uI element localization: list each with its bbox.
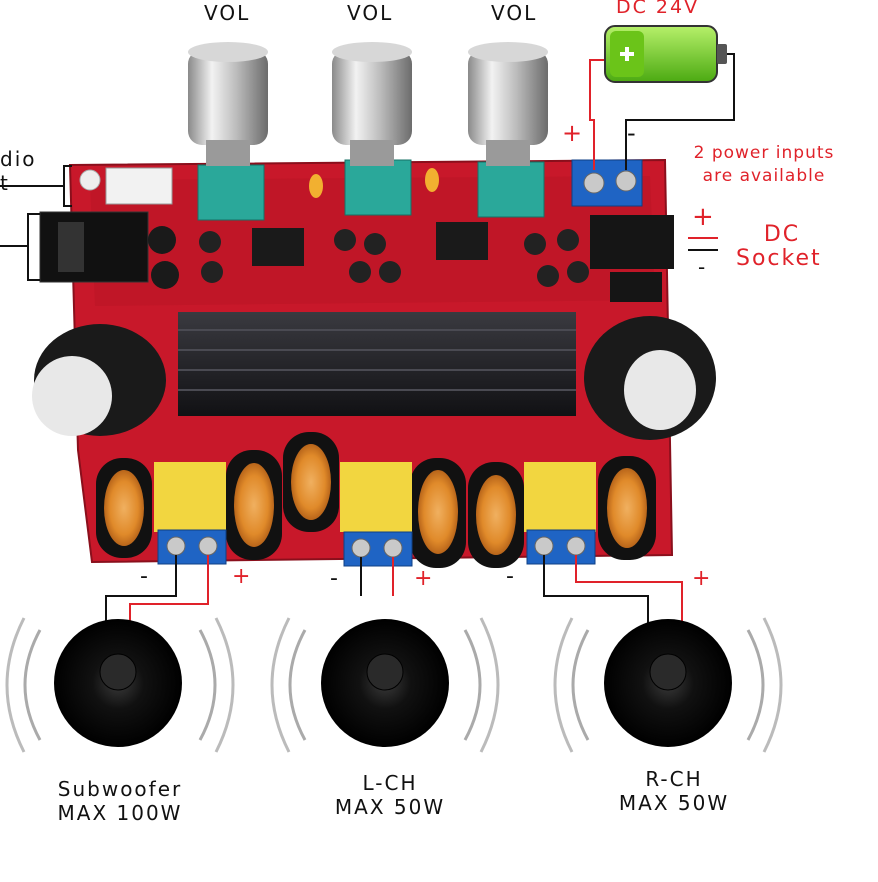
lch-minus-sign: - — [330, 566, 340, 591]
audio-input-label-line1: dio — [0, 147, 37, 171]
power-minus-sign: - — [627, 119, 638, 147]
rch-minus-sign: - — [506, 564, 516, 589]
ic-chips — [199, 168, 589, 287]
speaker-lch — [270, 617, 500, 753]
audio-input-connector[interactable] — [39, 167, 179, 289]
sub-plus-sign: + — [232, 564, 253, 589]
input-wires — [0, 165, 72, 281]
power-wires — [589, 53, 735, 251]
inductors — [96, 432, 656, 568]
volume-knob-1[interactable] — [188, 42, 268, 166]
potentiometers — [197, 159, 545, 221]
subwoofer-power: MAX 100W — [57, 801, 183, 825]
knob-label-3: VOL — [491, 1, 538, 25]
power-plus-sign: + — [562, 119, 585, 147]
output-terminal-lch[interactable] — [343, 531, 413, 567]
speaker-subwoofer — [5, 617, 235, 753]
battery-icon — [604, 25, 727, 83]
heatsink — [178, 312, 576, 416]
rch-plus-sign: + — [692, 566, 713, 591]
socket-plus-sign: + — [692, 202, 716, 232]
volume-knob-2[interactable] — [332, 42, 412, 166]
subwoofer-name: Subwoofer — [57, 777, 183, 801]
battery-label: DC 24V — [616, 0, 700, 18]
knob-label-2: VOL — [347, 1, 394, 25]
lch-power: MAX 50W — [334, 795, 446, 819]
knob-label-1: VOL — [204, 1, 251, 25]
power-note-line2: are available — [702, 166, 826, 186]
speaker-rch — [553, 617, 783, 753]
film-capacitors — [154, 462, 596, 532]
output-terminal-rch[interactable] — [526, 529, 596, 565]
output-terminal-subwoofer[interactable] — [157, 529, 227, 565]
capacitor-left — [32, 324, 166, 436]
socket-minus-sign: - — [698, 255, 708, 279]
socket-label-line2: Socket — [736, 246, 822, 271]
power-note-line1: 2 power inputs — [693, 143, 835, 163]
volume-knob-3[interactable] — [468, 42, 548, 166]
audio-input-label-line2: t — [0, 171, 10, 195]
speaker-wires — [105, 555, 683, 640]
socket-label-line1: DC — [763, 222, 801, 247]
dc-socket-jack[interactable] — [590, 215, 674, 302]
rch-name: R-CH — [645, 767, 703, 791]
capacitor-right — [584, 316, 716, 440]
lch-plus-sign: + — [414, 566, 435, 591]
sub-minus-sign: - — [140, 564, 150, 589]
lch-name: L-CH — [362, 771, 418, 795]
rch-power: MAX 50W — [618, 791, 730, 815]
power-terminal[interactable] — [571, 159, 643, 207]
